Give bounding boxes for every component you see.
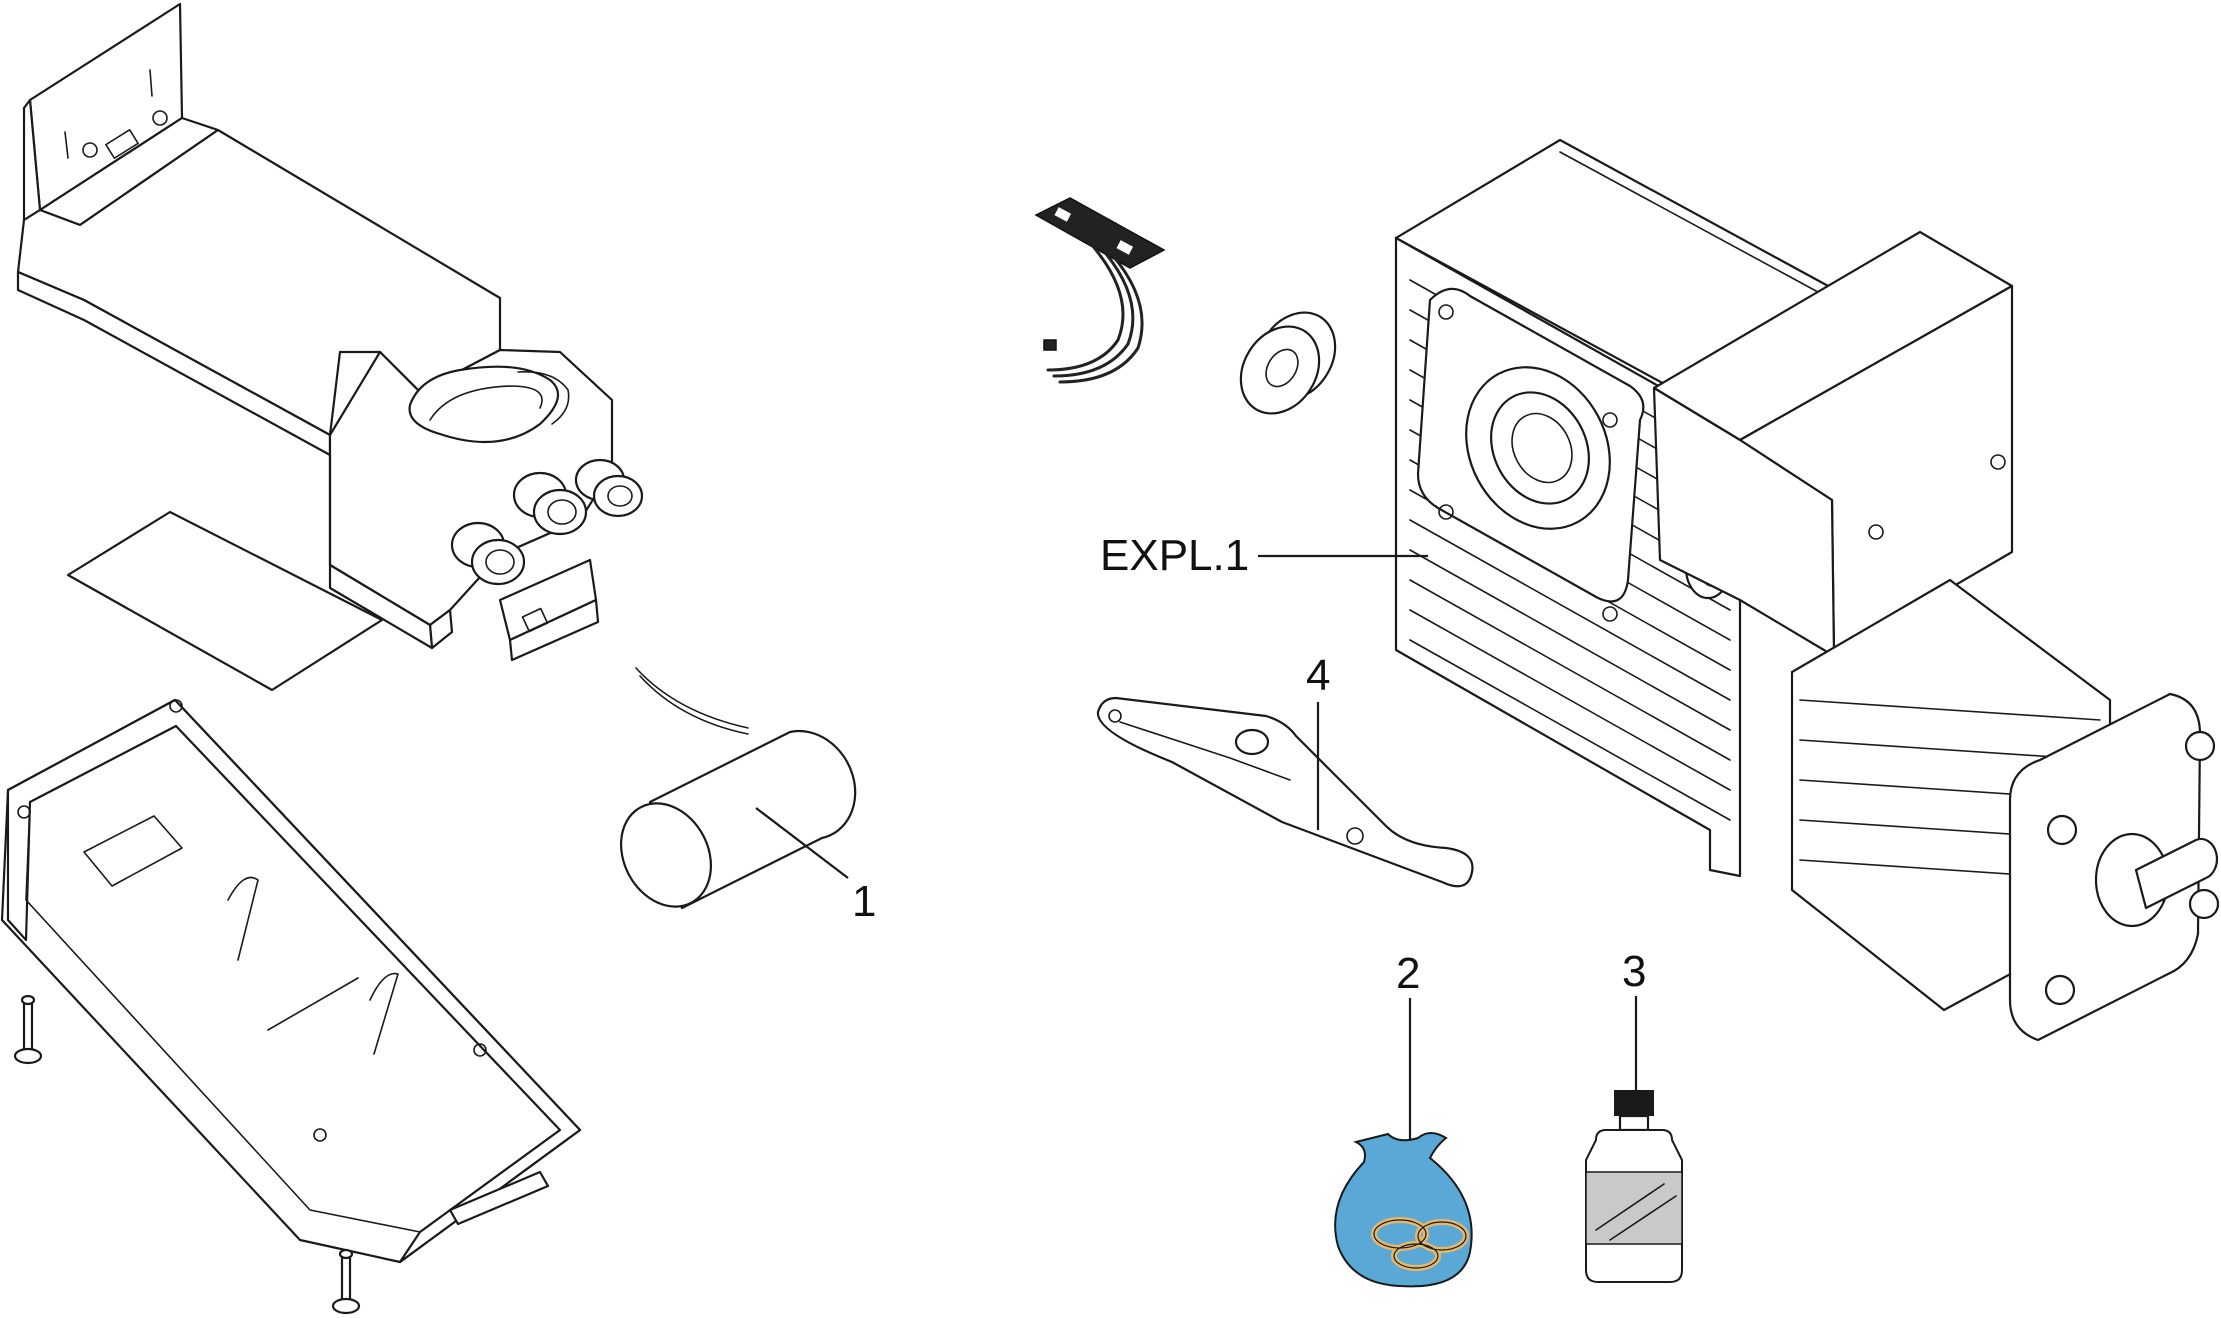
callout-expl: EXPL.1 — [1100, 531, 1249, 580]
spacer-ring — [1239, 311, 1337, 415]
callout-1: 1 — [852, 877, 876, 926]
callout-3: 3 — [1622, 947, 1646, 996]
oil-bottle — [1585, 1090, 1683, 1283]
insulation-sheet — [66, 510, 384, 692]
callout-leaders — [755, 554, 1638, 1140]
release-lever — [1096, 696, 1474, 888]
screw — [13, 994, 43, 1065]
callout-2: 2 — [1396, 949, 1420, 998]
gear-motor — [1394, 138, 2220, 1042]
sensor-board — [1034, 197, 1166, 384]
callout-4: 4 — [1306, 651, 1330, 700]
base-tray — [0, 698, 582, 1315]
control-unit-housing — [16, 2, 644, 662]
hardware-bag — [1334, 1132, 1473, 1288]
screw — [331, 1248, 361, 1315]
capacitor — [619, 667, 857, 910]
